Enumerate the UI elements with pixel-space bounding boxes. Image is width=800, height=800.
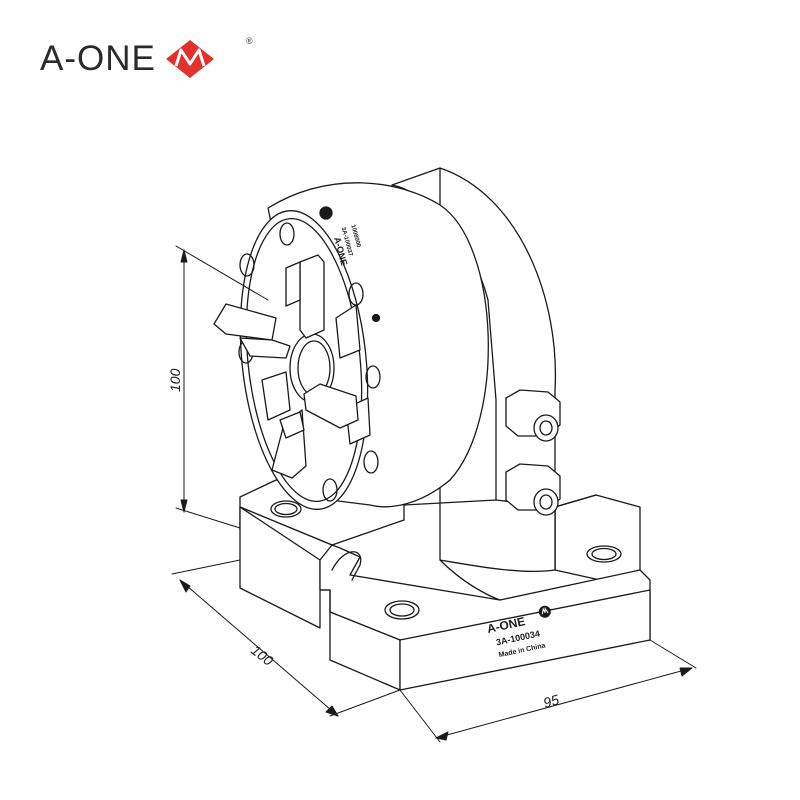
registered-mark: ®	[246, 36, 253, 46]
dimension-lines	[171, 245, 697, 743]
hydraulic-fittings	[505, 389, 561, 516]
height-dimension-label: 100	[167, 368, 183, 392]
brand-logo: A-ONE ®	[40, 36, 253, 80]
chuck-jaws	[213, 254, 359, 479]
a-one-m-mark-icon	[165, 40, 214, 78]
part-logo-icon	[538, 605, 551, 618]
width-dimension-label: 95	[541, 691, 561, 711]
depth-dimension-label: 100	[248, 642, 276, 669]
brand-name: A-ONE	[40, 39, 156, 78]
